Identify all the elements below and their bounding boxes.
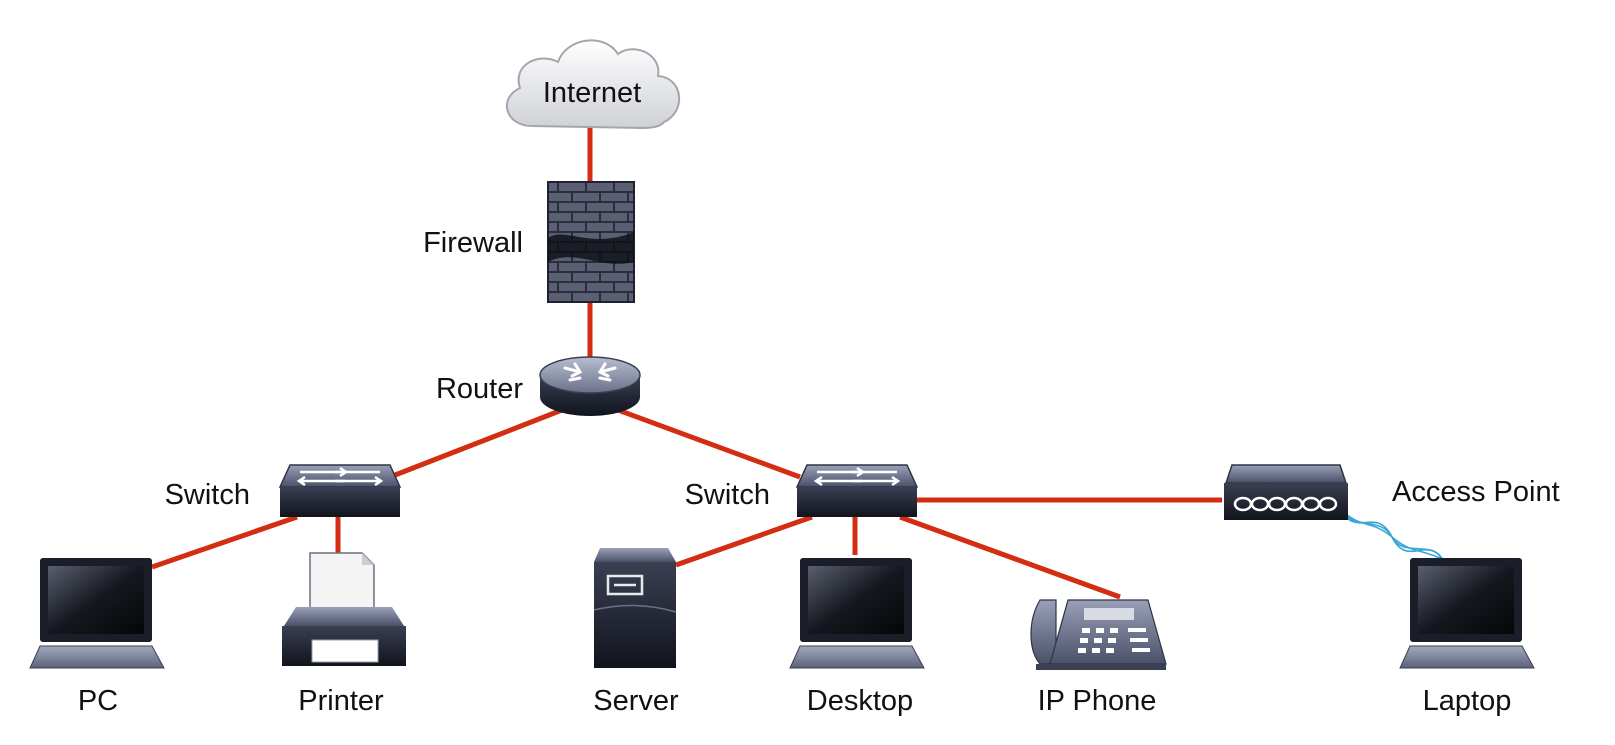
node-switch-left: Switch	[165, 464, 402, 517]
server-label: Server	[593, 685, 679, 717]
firewall-icon	[547, 181, 635, 303]
node-server: Server	[593, 548, 679, 717]
router-icon	[539, 356, 641, 416]
node-access-point: Access Point	[1224, 464, 1560, 520]
link-switch-center-ip-phone	[899, 514, 1121, 600]
links-layer	[151, 127, 1222, 600]
router-label: Router	[436, 373, 523, 405]
node-printer: Printer	[282, 552, 406, 717]
node-desktop: Desktop	[789, 558, 925, 717]
laptop-icon	[1399, 558, 1535, 669]
cloud-icon	[506, 39, 680, 130]
firewall-label: Firewall	[423, 227, 523, 259]
node-switch-center: Switch	[685, 464, 919, 517]
wireless-link-access-point-laptop	[1339, 507, 1445, 563]
link-switch-center-server	[675, 514, 813, 568]
laptop-icon	[789, 558, 925, 669]
link-switch-left-pc	[151, 514, 298, 570]
internet-label: Internet	[543, 77, 641, 109]
node-pc: PC	[29, 558, 165, 717]
link-router-switch-center	[617, 407, 801, 480]
server-icon	[593, 548, 677, 668]
access-point-label: Access Point	[1392, 476, 1560, 508]
switch-center-label: Switch	[685, 479, 770, 511]
node-firewall: Firewall	[423, 181, 635, 303]
node-ip-phone: IP Phone	[1030, 599, 1167, 717]
ip-phone-icon	[1030, 599, 1167, 670]
switch-icon	[795, 464, 919, 517]
node-laptop: Laptop	[1399, 558, 1535, 717]
laptop-label: Laptop	[1423, 685, 1512, 717]
node-internet: Internet	[506, 39, 680, 130]
access-point-icon	[1224, 464, 1348, 520]
node-router: Router	[436, 356, 641, 416]
ip-phone-label: IP Phone	[1038, 685, 1157, 717]
switch-left-label: Switch	[165, 479, 250, 511]
printer-icon	[282, 552, 406, 666]
link-router-switch-left	[389, 407, 563, 480]
laptop-icon	[29, 558, 165, 669]
switch-icon	[278, 464, 402, 517]
printer-label: Printer	[298, 685, 384, 717]
pc-label: PC	[78, 685, 118, 717]
desktop-label: Desktop	[807, 685, 913, 717]
